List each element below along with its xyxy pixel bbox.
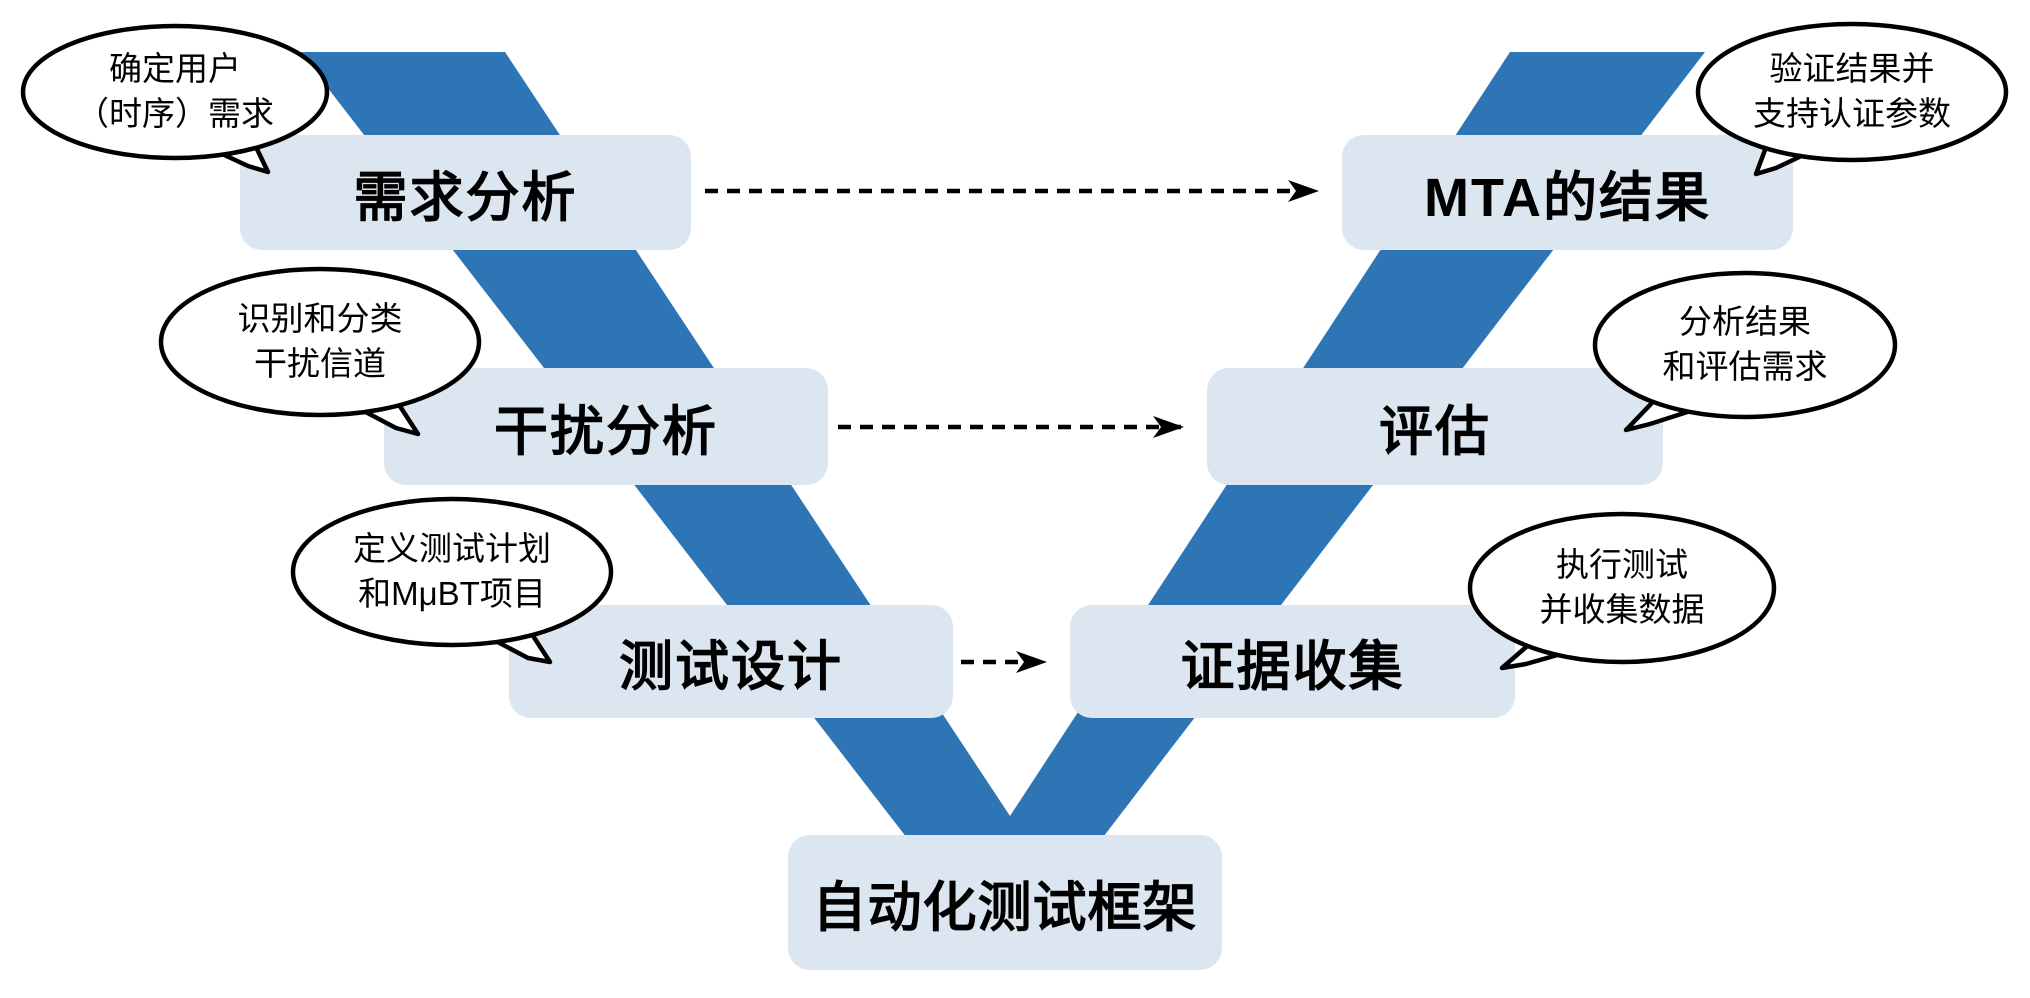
bubble-line: 分析结果 bbox=[1679, 303, 1811, 340]
stage-box-mta-results: MTA的结果 bbox=[1342, 135, 1793, 250]
speech-bubble-evaluation-note bbox=[1592, 270, 1898, 433]
stage-box-test-design: 测试设计 bbox=[509, 605, 953, 718]
speech-bubble-requirements-note bbox=[20, 23, 330, 175]
speech-bubble-interference-note bbox=[158, 266, 482, 437]
bubble-line: 执行测试 bbox=[1556, 546, 1688, 583]
bubble-line: 干扰信道 bbox=[254, 345, 386, 382]
bubble-text-test-design-note: 定义测试计划 和MμBT项目 bbox=[297, 526, 607, 616]
bubble-line: 验证结果并 bbox=[1769, 50, 1935, 87]
stage-box-automated-test-framework: 自动化测试框架 bbox=[788, 835, 1222, 970]
stage-box-evidence-collection: 证据收集 bbox=[1070, 605, 1515, 718]
bubble-text-requirements-note: 确定用户 （时序）需求 bbox=[20, 46, 330, 136]
bubble-line: 确定用户 bbox=[109, 50, 241, 87]
speech-bubble-evidence-note bbox=[1467, 511, 1777, 671]
speech-bubble-test-design-note bbox=[290, 496, 614, 665]
bubble-line: 识别和分类 bbox=[237, 300, 403, 337]
stage-box-requirements-analysis: 需求分析 bbox=[240, 135, 691, 250]
bubble-text-evidence-note: 执行测试 并收集数据 bbox=[1467, 542, 1777, 632]
bubble-line: （时序）需求 bbox=[76, 95, 274, 132]
stage-box-interference-analysis: 干扰分析 bbox=[384, 368, 828, 485]
bubble-line: 和评估需求 bbox=[1662, 348, 1828, 385]
bubble-line: 定义测试计划 bbox=[353, 530, 551, 567]
speech-bubble-mta-note bbox=[1695, 21, 2009, 177]
bubble-line: 并收集数据 bbox=[1539, 591, 1705, 628]
bubble-text-interference-note: 识别和分类 干扰信道 bbox=[165, 296, 475, 386]
stage-box-evaluation: 评估 bbox=[1207, 368, 1663, 485]
v-band-shape bbox=[300, 52, 1705, 965]
bubble-line: 支持认证参数 bbox=[1753, 95, 1951, 132]
bubble-text-evaluation-note: 分析结果 和评估需求 bbox=[1590, 299, 1900, 389]
bubble-text-mta-note: 验证结果并 支持认证参数 bbox=[1697, 46, 2007, 136]
bubble-line: 和MμBT项目 bbox=[358, 575, 546, 612]
